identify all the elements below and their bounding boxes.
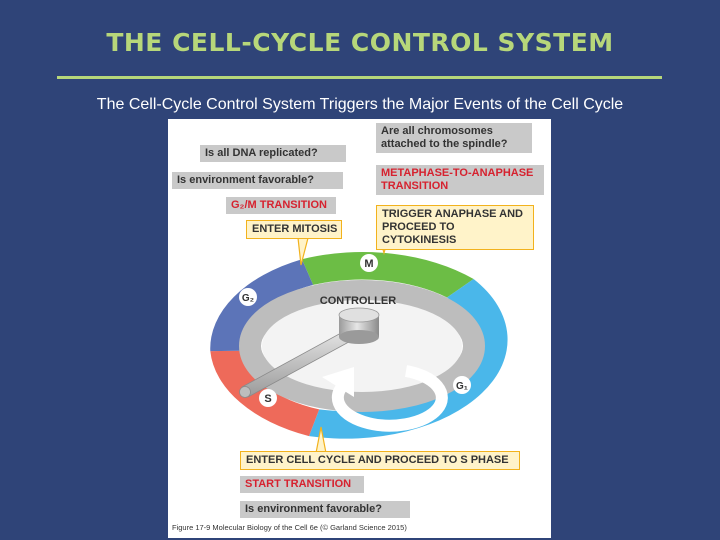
title-divider	[57, 76, 662, 79]
cell-cycle-figure: M G₂ S G₁ CONTROLLER Is all DNA replicat…	[168, 119, 551, 538]
environment-favorable-question-top: Is environment favorable?	[172, 172, 343, 189]
phase-label-m: M	[364, 258, 373, 270]
slide-title: THE CELL-CYCLE CONTROL SYSTEM	[106, 28, 614, 57]
phase-badge-g2	[239, 288, 257, 306]
phase-ring-g2	[210, 259, 314, 352]
g2m-transition-label: G₂/M TRANSITION	[226, 197, 336, 214]
trigger-anaphase-label: TRIGGER ANAPHASE AND PROCEED TO CYTOKINE…	[376, 205, 534, 250]
cell-cycle-diagram: M G₂ S G₁ CONTROLLER	[210, 234, 508, 454]
handle-knob	[239, 386, 251, 398]
phase-label-g1: G₁	[456, 381, 468, 392]
phase-badge-m	[360, 254, 378, 272]
inner-track	[239, 280, 485, 412]
rotation-arrowhead	[322, 367, 354, 397]
chromosomes-attached-question: Are all chromosomes attached to the spin…	[376, 123, 532, 153]
controller-top	[338, 307, 380, 323]
controller-label: CONTROLLER	[320, 295, 396, 307]
start-transition-label: START TRANSITION	[240, 476, 364, 493]
phase-ring-g1	[309, 279, 508, 439]
environment-favorable-question-bottom: Is environment favorable?	[240, 501, 410, 518]
controller-base	[339, 330, 379, 344]
enter-cell-cycle-label: ENTER CELL CYCLE AND PROCEED TO S PHASE	[240, 451, 520, 470]
enter-mitosis-label: ENTER MITOSIS	[246, 220, 342, 239]
phase-badge-g1	[453, 376, 471, 394]
phase-label-g2: G₂	[242, 293, 254, 304]
phase-ring-m	[301, 252, 474, 298]
figure-caption: Figure 17-9 Molecular Biology of the Cel…	[172, 523, 407, 532]
slide-subtitle: The Cell-Cycle Control System Triggers t…	[96, 96, 624, 113]
phase-label-s: S	[264, 393, 271, 405]
rotation-arrow	[331, 365, 448, 432]
phase-badge-s	[259, 389, 277, 407]
metaphase-anaphase-transition-label: METAPHASE-TO-ANAPHASE TRANSITION	[376, 165, 544, 195]
dna-replicated-question: Is all DNA replicated?	[200, 145, 346, 162]
